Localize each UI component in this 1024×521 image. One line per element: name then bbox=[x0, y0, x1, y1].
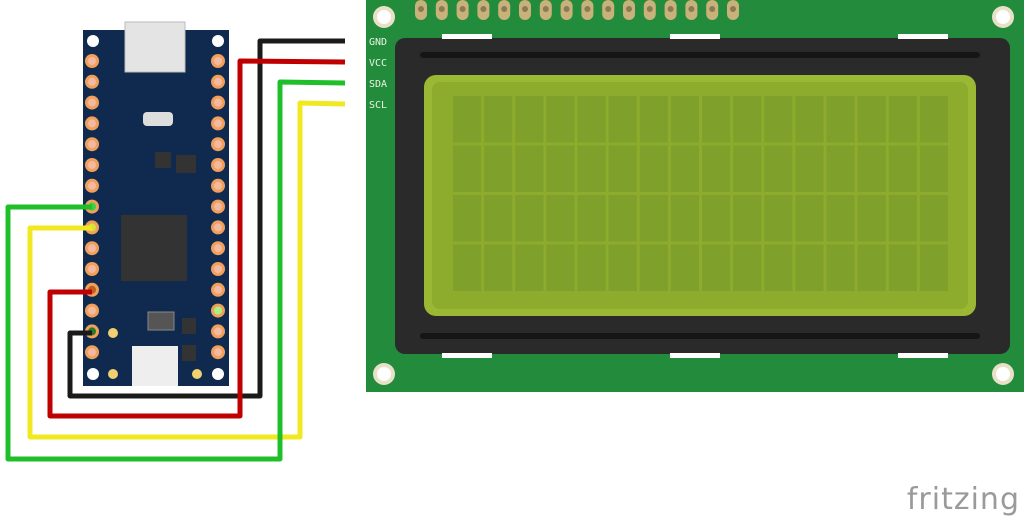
lcd-character-cell bbox=[515, 244, 544, 291]
lcd-character-cell bbox=[888, 195, 917, 242]
lcd-character-cell bbox=[639, 145, 668, 192]
lcd-character-cell bbox=[639, 195, 668, 242]
lcd-character-cell bbox=[888, 244, 917, 291]
lcd-character-cell bbox=[857, 145, 886, 192]
lcd-character-cell bbox=[484, 195, 513, 242]
lcd-character-cell bbox=[608, 96, 637, 143]
lcd-character-cell bbox=[484, 244, 513, 291]
lcd-character-cell bbox=[453, 145, 482, 192]
lcd-character-cell bbox=[453, 244, 482, 291]
lcd-character-cell bbox=[826, 195, 855, 242]
lcd-character-cell bbox=[919, 244, 948, 291]
lcd-character-cell bbox=[639, 96, 668, 143]
lcd-character-cell bbox=[919, 145, 948, 192]
lcd-character-cell bbox=[733, 145, 762, 192]
lcd-character-cell bbox=[608, 244, 637, 291]
lcd-character-cell bbox=[515, 145, 544, 192]
lcd-character-cell bbox=[546, 195, 575, 242]
wire-vcc[interactable] bbox=[47, 58, 346, 419]
lcd-character-cell bbox=[857, 96, 886, 143]
lcd-character-cell bbox=[484, 145, 513, 192]
lcd-character-cell bbox=[546, 244, 575, 291]
lcd-character-cell bbox=[702, 145, 731, 192]
wires bbox=[5, 38, 346, 462]
lcd-character-cell bbox=[826, 145, 855, 192]
lcd-character-cell bbox=[546, 145, 575, 192]
lcd-character-cell bbox=[484, 96, 513, 143]
lcd-character-cell bbox=[733, 96, 762, 143]
pin-label-gnd: GND bbox=[369, 37, 387, 48]
lcd-character-cell bbox=[826, 96, 855, 143]
arduino-nano-board bbox=[83, 21, 229, 386]
lcd-character-cell bbox=[702, 244, 731, 291]
lcd-character-cell bbox=[670, 96, 699, 143]
lcd-character-cell bbox=[888, 145, 917, 192]
lcd-character-cell bbox=[888, 96, 917, 143]
lcd-character-cell bbox=[795, 244, 824, 291]
lcd-character-cell bbox=[919, 96, 948, 143]
lcd-character-cell bbox=[733, 195, 762, 242]
lcd-character-cell bbox=[577, 145, 606, 192]
lcd-character-cell bbox=[608, 195, 637, 242]
lcd-header-pins bbox=[415, 0, 739, 20]
reset-button[interactable] bbox=[143, 112, 173, 126]
pin-label-scl: SCL bbox=[369, 100, 387, 111]
lcd-pin-labels: GND VCC SDA SCL bbox=[369, 37, 387, 111]
lcd-character-cell bbox=[608, 145, 637, 192]
microcontroller-chip bbox=[121, 215, 187, 281]
lcd-character-cell bbox=[515, 96, 544, 143]
lcd-character-cell bbox=[453, 195, 482, 242]
lcd-character-cell bbox=[702, 96, 731, 143]
lcd-character-cell bbox=[795, 96, 824, 143]
jst-connector bbox=[132, 346, 178, 386]
lcd-character-cell bbox=[577, 244, 606, 291]
wire-gnd[interactable] bbox=[67, 38, 345, 399]
lcd-character-cell bbox=[733, 244, 762, 291]
lcd-character-cell bbox=[764, 244, 793, 291]
lcd-character-cell bbox=[670, 244, 699, 291]
board-pcb bbox=[83, 30, 229, 386]
fritzing-logo: fritzing bbox=[906, 482, 1020, 517]
lcd-character-cell bbox=[546, 96, 575, 143]
lcd-character-cell bbox=[919, 195, 948, 242]
lcd-character-cell bbox=[577, 96, 606, 143]
lcd-character-cell bbox=[639, 244, 668, 291]
wire-sda[interactable] bbox=[5, 79, 346, 462]
lcd-character-cell bbox=[670, 195, 699, 242]
lcd-module: GND VCC SDA SCL bbox=[366, 0, 1024, 392]
lcd-character-cell bbox=[857, 244, 886, 291]
lcd-character-grid bbox=[453, 96, 948, 291]
lcd-character-cell bbox=[702, 195, 731, 242]
lcd-character-cell bbox=[670, 145, 699, 192]
lcd-character-cell bbox=[764, 145, 793, 192]
lcd-character-cell bbox=[826, 244, 855, 291]
lcd-character-cell bbox=[764, 195, 793, 242]
lcd-character-cell bbox=[764, 96, 793, 143]
wire-scl[interactable] bbox=[27, 100, 346, 440]
usb-connector bbox=[124, 21, 186, 73]
lcd-character-cell bbox=[795, 145, 824, 192]
pin-label-sda: SDA bbox=[369, 79, 387, 90]
lcd-character-cell bbox=[515, 195, 544, 242]
lcd-character-cell bbox=[577, 195, 606, 242]
lcd-character-cell bbox=[795, 195, 824, 242]
lcd-character-cell bbox=[857, 195, 886, 242]
pin-label-vcc: VCC bbox=[369, 58, 387, 69]
lcd-character-cell bbox=[453, 96, 482, 143]
